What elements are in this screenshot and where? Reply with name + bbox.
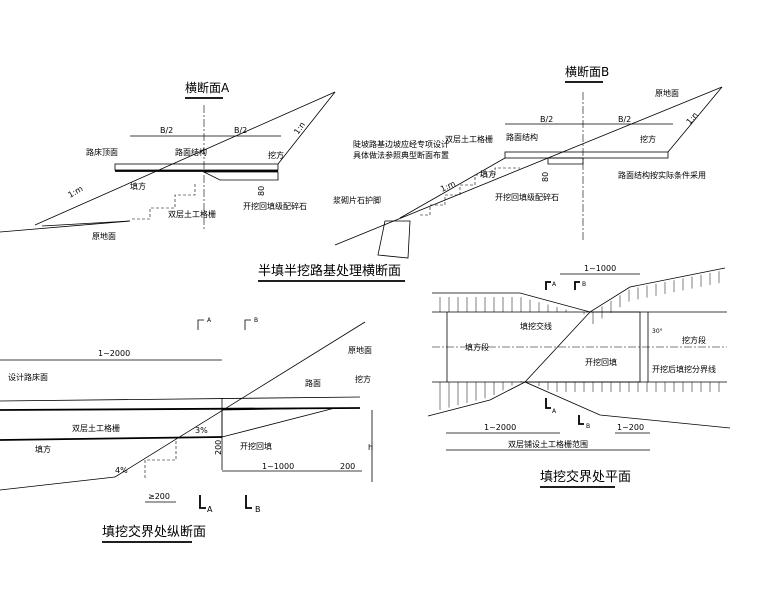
marker-a-top: A — [552, 281, 557, 288]
slope-left: 1:m — [67, 184, 85, 200]
dim-200: 200 — [340, 462, 355, 471]
longitudinal-section: 1~2000 原地面 设计路床面 路面 挖方 双层土工格栅 填方 3% 4% 2… — [0, 317, 373, 543]
height-h: h — [368, 443, 373, 452]
label-fill: 填方 — [35, 444, 51, 454]
dim-b2-left: B/2 — [540, 115, 553, 124]
dim-b2-right: B/2 — [618, 115, 631, 124]
dim-b2-left: B/2 — [160, 126, 173, 135]
section-a-title: 横断面A — [185, 80, 230, 95]
label-after-line: 开挖后填挖分界线 — [652, 364, 716, 374]
section-marker-top — [197, 319, 251, 330]
dim-left: 1~2000 — [484, 423, 516, 432]
caption-cross-section: 半填半挖路基处理横断面 — [258, 263, 401, 279]
marker-b-bottom: B — [255, 505, 261, 514]
label-fill-section: 填方段 — [465, 342, 489, 352]
label-fill: 填方 — [480, 169, 496, 179]
slope-hatch-ticks — [439, 271, 720, 410]
label-geogrid: 双层土工格栅 — [72, 423, 120, 433]
section-marker-bottom — [199, 495, 252, 509]
label-pavement: 路面 — [305, 378, 321, 388]
grade-4pct: 4% — [115, 466, 128, 475]
label-design-surface: 设计路床面 — [8, 372, 48, 382]
caption-plan: 填挖交界处平面 — [540, 469, 631, 485]
label-pavement-note: 路面结构按实际条件采用 — [618, 170, 706, 180]
marker-a-bottom: A — [552, 408, 557, 415]
label-geogrid: 双层土工格栅 — [445, 134, 493, 144]
dim-top: 1~1000 — [584, 264, 616, 273]
label-backfill: 开挖回填级配碎石 — [495, 192, 559, 202]
depth-80: 80 — [257, 186, 266, 196]
label-ground: 原地面 — [655, 88, 679, 98]
slope-left: 1:m — [439, 179, 457, 194]
note-line-1: 陡坡路基边坡应经专项设计 — [353, 139, 449, 149]
label-geogrid: 双层土工格栅 — [168, 209, 216, 219]
marker-b-top: B — [254, 317, 258, 324]
dim-geogrid: 双层铺设土工格栅范围 — [508, 439, 588, 449]
label-ground: 原地面 — [92, 231, 116, 241]
label-toe-wall: 浆砌片石护脚 — [333, 195, 381, 205]
dim-b2-right: B/2 — [234, 126, 247, 135]
depth-80: 80 — [541, 172, 550, 182]
plan-view: 1~1000 A B A B 填挖交线 填方段 挖方段 开挖回填 开挖后填挖分界… — [427, 264, 731, 488]
label-backfill: 开挖回填级配碎石 — [243, 201, 307, 211]
marker-b-top: B — [582, 281, 586, 288]
label-pavement: 路面结构 — [175, 147, 207, 157]
label-backfill: 开挖回填 — [585, 357, 617, 367]
section-b: 横断面B B/2 B/2 原地面 双层土工格栅 路面结构 挖方 填方 路面结构按… — [333, 64, 723, 259]
caption-longitudinal: 填挖交界处纵断面 — [102, 524, 206, 540]
dim-top: 1~2000 — [98, 349, 130, 358]
label-cut: 挖方 — [268, 150, 284, 160]
dim-1000: 1~1000 — [262, 462, 294, 471]
label-pavement: 路面结构 — [506, 132, 538, 142]
section-b-title: 横断面B — [565, 64, 609, 79]
label-subgrade-top: 路床顶面 — [86, 147, 118, 157]
marker-a-bottom: A — [207, 505, 213, 514]
depth-200: 200 — [214, 440, 223, 455]
grade-3pct: 3% — [195, 426, 208, 435]
dim-step: ≥200 — [148, 492, 170, 501]
slope-right: 1:n — [685, 111, 700, 127]
note-line-2: 具体做法参照典型断面布置 — [353, 150, 449, 160]
marker-b-bottom: B — [586, 423, 590, 430]
slope-right: 1:n — [292, 120, 307, 136]
label-fill: 填方 — [130, 181, 146, 191]
label-ground: 原地面 — [348, 345, 372, 355]
label-cut-section: 挖方段 — [682, 335, 706, 345]
label-cut: 挖方 — [355, 374, 371, 384]
marker-a-top: A — [207, 317, 212, 324]
angle-30: 30° — [652, 328, 663, 335]
label-boundary: 填挖交线 — [520, 321, 552, 331]
section-a: 横断面A B/2 B/2 路床顶面 路面结构 挖方 填方 1:m 1:n 80 … — [0, 80, 336, 241]
label-backfill: 开挖回填 — [240, 441, 272, 451]
dim-right: 1~200 — [617, 423, 644, 432]
label-cut: 挖方 — [640, 134, 656, 144]
